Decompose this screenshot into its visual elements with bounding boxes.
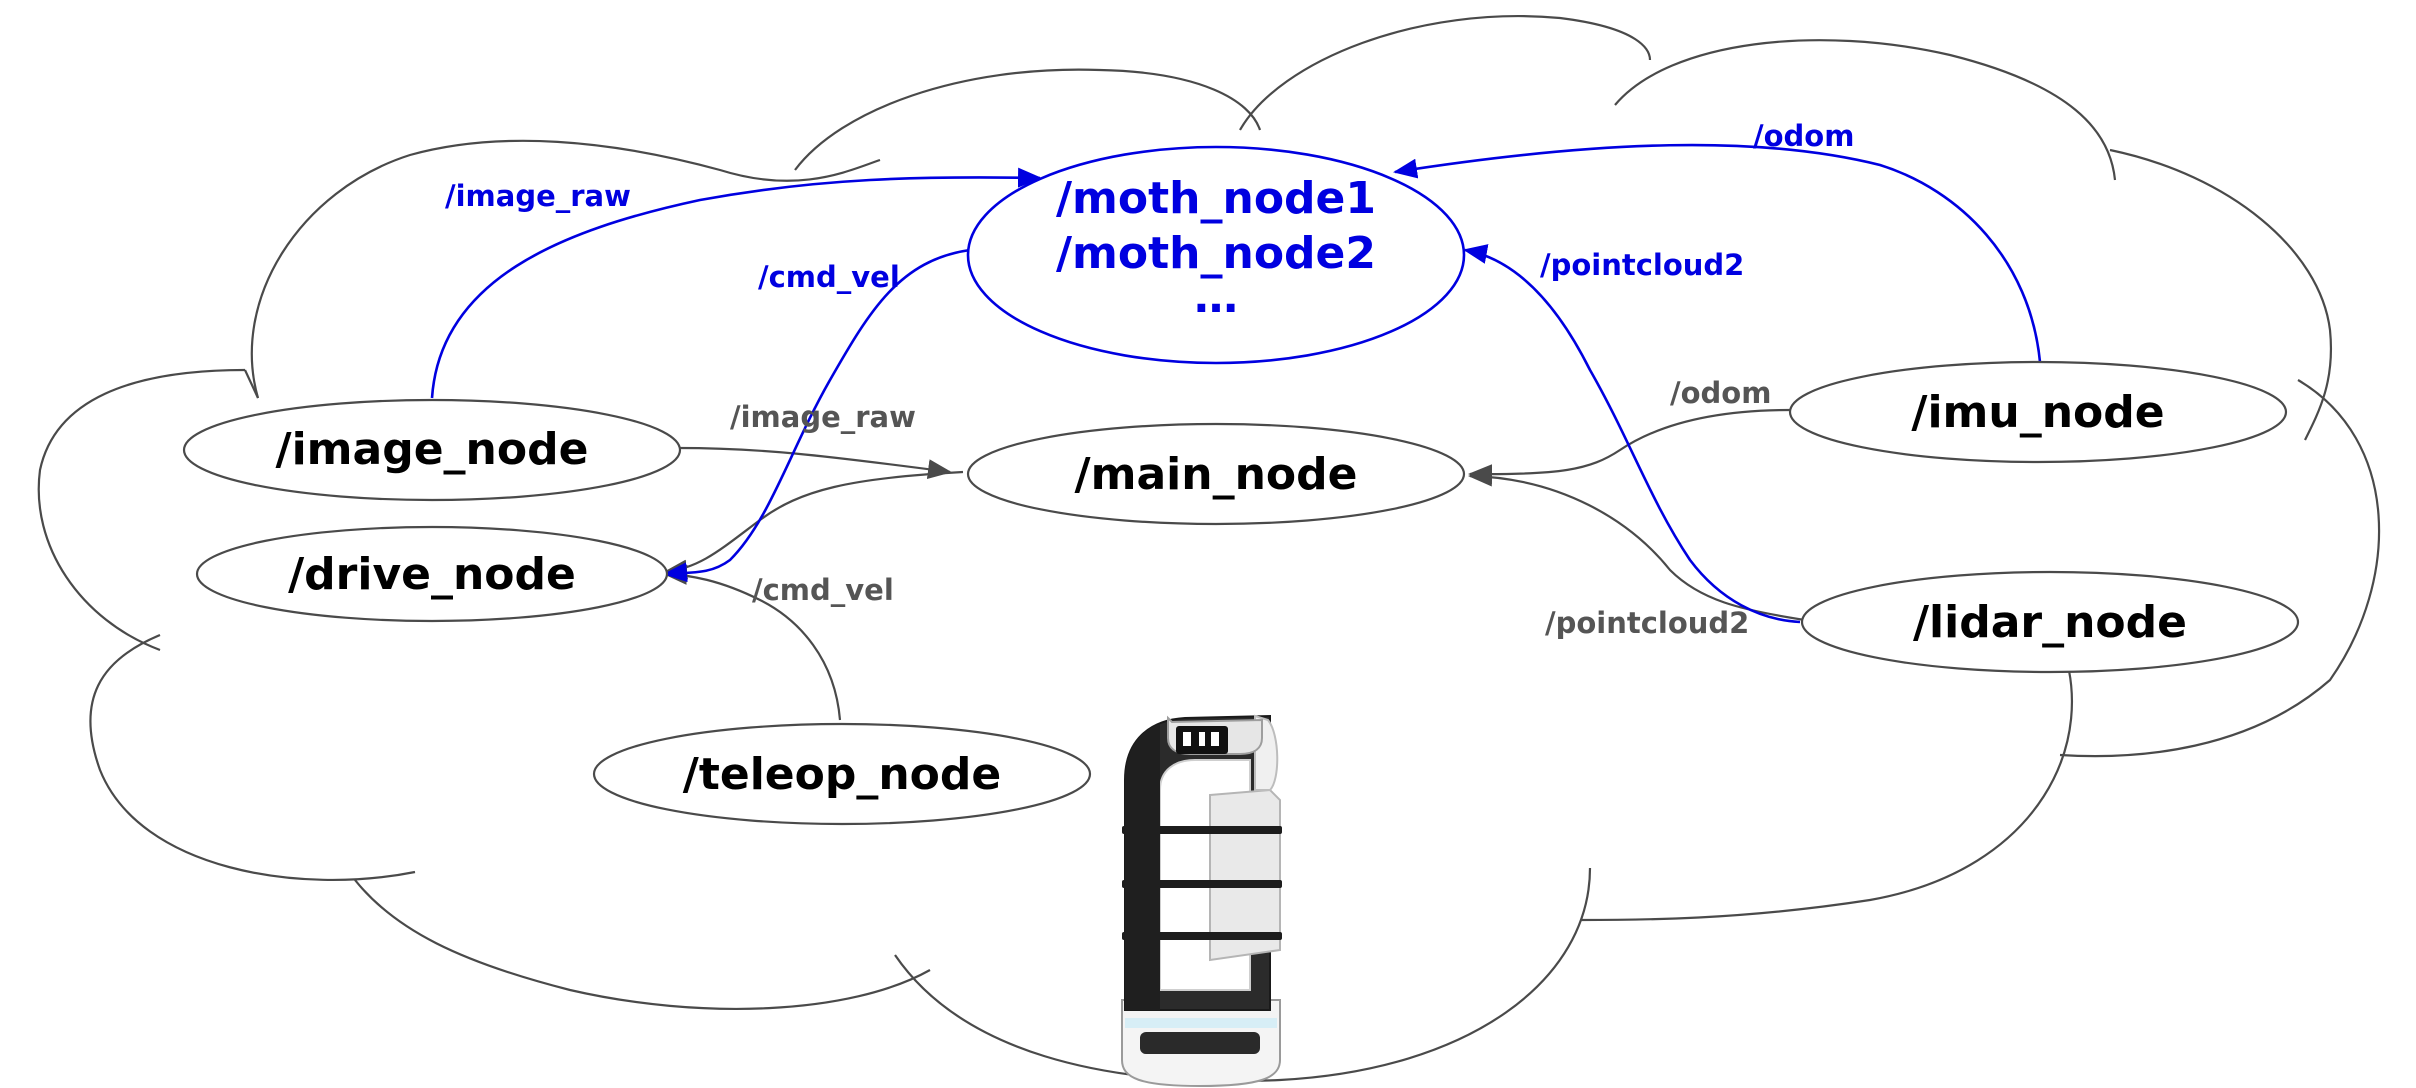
teleop-node-label: /teleop_node (683, 749, 1001, 800)
edge-moth-to-drive (663, 248, 971, 583)
moth-node1-label: /moth_node1 (1056, 173, 1376, 224)
edge-imu-to-main (1468, 408, 1791, 485)
topic-label-pointcloud2-blue: /pointcloud2 (1540, 248, 1744, 282)
main-node-label: /main_node (1075, 449, 1358, 500)
edge-lidar-to-moth (1463, 244, 1801, 624)
topic-label-pointcloud2-gray: /pointcloud2 (1545, 606, 1749, 640)
node-main[interactable]: /main_node (966, 422, 1466, 526)
lidar-node-label: /lidar_node (1913, 597, 2187, 648)
blue-edges (430, 143, 2042, 624)
topic-label-odom-blue: /odom (1753, 119, 1854, 153)
edge-main-to-drive (663, 470, 964, 580)
edge-lidar-to-main (1468, 466, 1806, 622)
edge-image-to-main (677, 446, 952, 480)
image-node-label: /image_node (276, 424, 589, 475)
topic-label-cmd-vel-blue: /cmd_vel (758, 260, 900, 294)
drive-node-label: /drive_node (288, 549, 576, 600)
topic-label-odom-gray: /odom (1670, 376, 1771, 410)
edge-teleop-to-drive (663, 564, 842, 721)
topic-label-image-raw-gray: /image_raw (730, 400, 916, 434)
node-image[interactable]: /image_node (182, 398, 682, 502)
moth-node2-label: /moth_node2 (1056, 228, 1376, 279)
cloud-outline (37, 14, 2381, 1083)
serving-robot-icon (1121, 714, 1282, 1088)
topic-label-cmd-vel-gray: /cmd_vel (752, 573, 894, 607)
moth-more-label: … (1194, 272, 1238, 323)
node-lidar[interactable]: /lidar_node (1800, 570, 2300, 674)
edge-imu-to-moth (1393, 143, 2042, 363)
node-teleop[interactable]: /teleop_node (592, 722, 1092, 826)
topic-label-image-raw-blue: /image_raw (445, 179, 631, 213)
node-drive[interactable]: /drive_node (195, 525, 669, 623)
blue-topic-labels: /image_raw /cmd_vel /odom /pointcloud2 (445, 119, 1854, 294)
node-moth[interactable]: /moth_node1 /moth_node2 … (966, 145, 1466, 365)
node-imu[interactable]: /imu_node (1788, 360, 2288, 464)
gray-topic-labels: /image_raw /cmd_vel /odom /pointcloud2 (730, 376, 1771, 640)
imu-node-label: /imu_node (1911, 387, 2164, 438)
edge-image-to-moth (430, 167, 1042, 399)
